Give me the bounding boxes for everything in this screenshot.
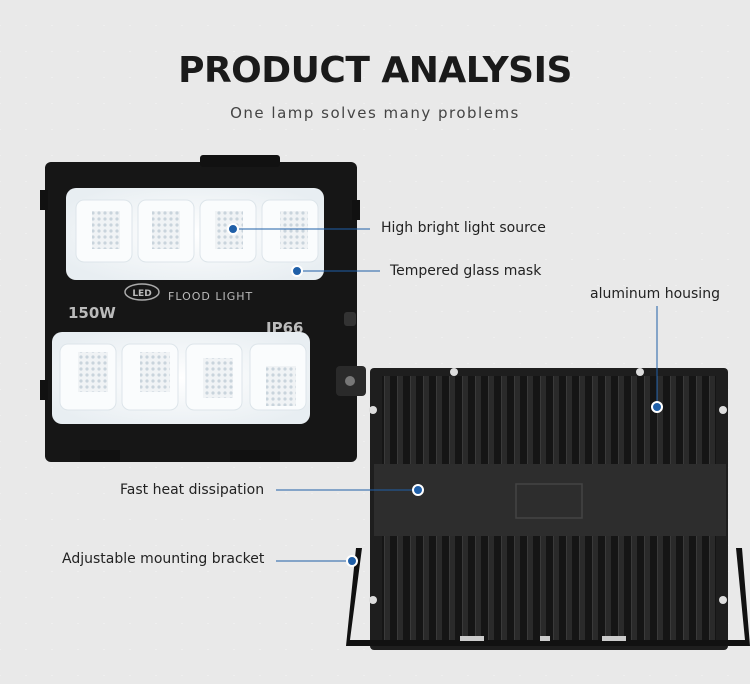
brand-text: FLOOD LIGHT bbox=[168, 290, 253, 303]
power-text: 150W bbox=[68, 304, 116, 322]
page-subtitle: One lamp solves many problems bbox=[230, 104, 520, 122]
housing-label: aluminum housing bbox=[590, 286, 720, 302]
page-title: PRODUCT ANALYSIS bbox=[178, 50, 572, 91]
led-logo-text: LED bbox=[132, 289, 151, 299]
light-source-marker bbox=[227, 223, 239, 235]
callout-markers bbox=[227, 223, 663, 567]
bottom-led-modules bbox=[59, 343, 307, 411]
front-lamp: LED FLOOD LIGHT 150W IP66 bbox=[40, 155, 366, 462]
heat-plate bbox=[374, 464, 726, 536]
back-lamp bbox=[346, 368, 750, 650]
heat-label: Fast heat dissipation bbox=[120, 482, 265, 498]
glass-mask-label: Tempered glass mask bbox=[390, 263, 542, 279]
bracket-label: Adjustable mounting bracket bbox=[62, 551, 265, 567]
led-logo-badge bbox=[124, 283, 160, 301]
glass-mask-marker bbox=[291, 265, 303, 277]
heat-marker bbox=[412, 484, 424, 496]
bracket-marker bbox=[346, 555, 358, 567]
light-source-label: High bright light source bbox=[381, 220, 546, 236]
housing-marker bbox=[651, 401, 663, 413]
